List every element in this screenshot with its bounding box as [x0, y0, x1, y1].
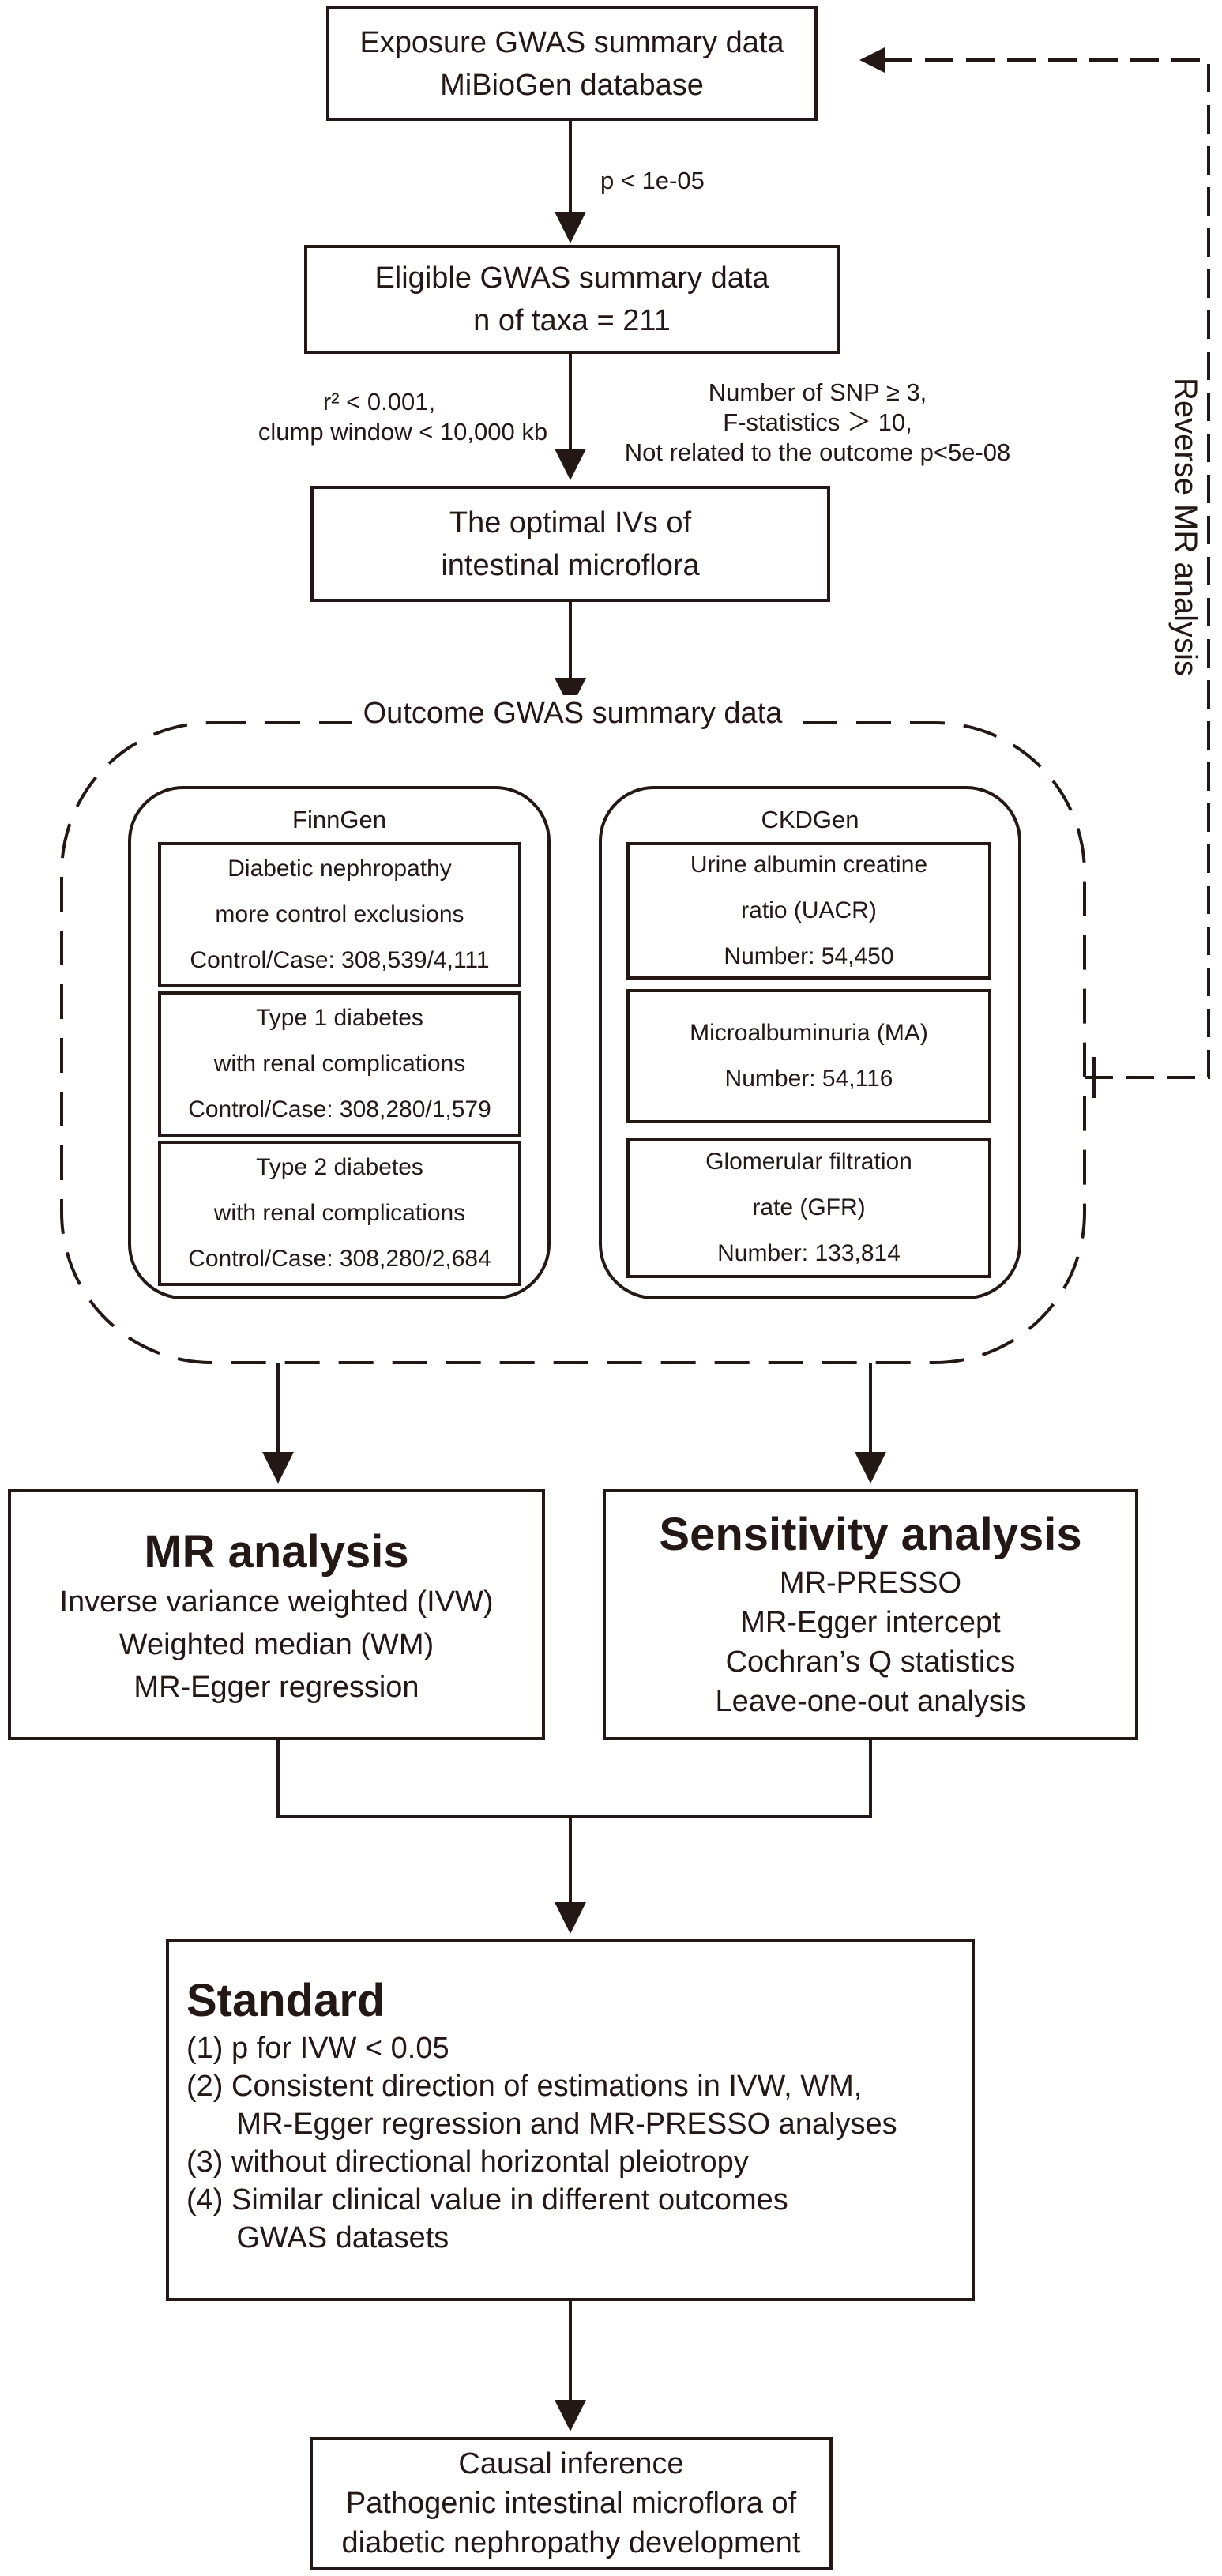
finngen-item-3-l1: Type 2 diabetes	[256, 1154, 423, 1180]
outcome-dashed-border	[60, 721, 1086, 1364]
exposure-box: Exposure GWAS summary data MiBioGen data…	[326, 6, 818, 121]
finngen-item-1: Diabetic nephropathy more control exclus…	[158, 842, 521, 987]
clump-line1: r² < 0.001,	[322, 388, 436, 416]
standard-title: Standard	[186, 1975, 385, 2026]
clump-label: r² < 0.001, clump window < 10,000 kb	[237, 387, 569, 447]
ckdgen-item-3-l2: rate (GFR)	[752, 1194, 866, 1220]
ckdgen-item-2: Microalbuminuria (MA) Number: 54,116	[626, 989, 991, 1123]
ckdgen-item-3-l1: Glomerular filtration	[705, 1149, 912, 1175]
ckdgen-item-1: Urine albumin creatine ratio (UACR) Numb…	[626, 842, 991, 980]
finngen-item-3-l2: with renal complications	[213, 1200, 466, 1226]
causal-inference-box: Causal inference Pathogenic intestinal m…	[310, 2437, 833, 2570]
ckdgen-item-3: Glomerular filtration rate (GFR) Number:…	[626, 1138, 991, 1278]
ckdgen-item-3-l3: Number: 133,814	[717, 1240, 901, 1266]
finngen-item-3-l3: Control/Case: 308,280/2,684	[188, 1246, 491, 1272]
snp-line2: F-statistics ＞ 10,	[723, 408, 912, 436]
standard-line-6: GWAS datasets	[186, 2221, 449, 2254]
mr-item-3: MR-Egger regression	[133, 1671, 419, 1704]
sensitivity-item-2: MR-Egger intercept	[740, 1606, 1001, 1639]
optimal-line1: The optimal IVs of	[449, 506, 692, 540]
finngen-item-2: Type 1 diabetes with renal complications…	[158, 991, 521, 1137]
mr-item-2: Weighted median (WM)	[118, 1628, 434, 1661]
finngen-item-2-l1: Type 1 diabetes	[256, 1005, 423, 1031]
finngen-item-2-l3: Control/Case: 308,280/1,579	[188, 1096, 491, 1123]
finngen-item-2-l2: with renal complications	[213, 1051, 466, 1077]
sensitivity-item-1: MR-PRESSO	[779, 1566, 962, 1600]
finngen-item-3: Type 2 diabetes with renal complications…	[158, 1141, 521, 1286]
finngen-item-1-l1: Diabetic nephropathy	[227, 856, 452, 882]
standard-line-5: (4) Similar clinical value in different …	[186, 2183, 788, 2217]
sensitivity-item-4: Leave-one-out analysis	[715, 1685, 1026, 1718]
finngen-item-1-l2: more control exclusions	[215, 901, 464, 927]
reverse-mr-dashed-path	[877, 58, 1210, 1079]
eligible-line1: Eligible GWAS summary data	[374, 261, 769, 295]
standard-box: Standard (1) p for IVW < 0.05 (2) Consis…	[166, 1939, 975, 2301]
ckdgen-title: CKDGen	[761, 806, 859, 833]
ckdgen-item-1-l3: Number: 54,450	[724, 943, 894, 969]
merge-connector	[276, 1740, 872, 1818]
threshold-label: p < 1e-05	[600, 167, 705, 194]
standard-line-2: (2) Consistent direction of estimations …	[186, 2070, 863, 2103]
mr-analysis-box: MR analysis Inverse variance weighted (I…	[8, 1489, 545, 1740]
finngen-title: FinnGen	[292, 806, 386, 833]
ckdgen-item-1-l2: ratio (UACR)	[741, 897, 877, 923]
snp-label: Number of SNP ≥ 3, F-statistics ＞ 10, No…	[592, 378, 1043, 468]
sensitivity-title: Sensitivity analysis	[659, 1509, 1082, 1560]
outcome-title: Outcome GWAS summary data	[352, 695, 794, 731]
standard-line-3: MR-Egger regression and MR-PRESSO analys…	[186, 2108, 897, 2141]
finngen-item-1-l3: Control/Case: 308,539/4,111	[190, 947, 490, 973]
eligible-line2: n of taxa = 211	[473, 304, 671, 337]
causal-line2: Pathogenic intestinal microflora of	[345, 2487, 797, 2520]
causal-line3: diabetic nephropathy development	[341, 2526, 801, 2559]
ckdgen-item-2-l2: Number: 54,116	[724, 1066, 893, 1092]
snp-line1: Number of SNP ≥ 3,	[708, 378, 927, 406]
standard-line-4: (3) without directional horizontal pleio…	[186, 2145, 749, 2179]
optimal-line2: intestinal microflora	[441, 548, 700, 582]
sensitivity-item-3: Cochran’s Q statistics	[725, 1645, 1016, 1679]
reverse-mr-arrowhead	[859, 47, 885, 73]
snp-line3: Not related to the outcome p<5e-08	[624, 438, 1011, 466]
eligible-box: Eligible GWAS summary data n of taxa = 2…	[304, 245, 840, 354]
optimal-ivs-box: The optimal IVs of intestinal microflora	[310, 486, 830, 602]
finngen-group: FinnGen	[128, 786, 551, 1299]
reverse-mr-label: Reverse MR analysis	[1168, 378, 1203, 676]
causal-line1: Causal inference	[458, 2447, 684, 2480]
exposure-line2: MiBioGen database	[440, 68, 704, 102]
ckdgen-group: CKDGen	[599, 786, 1021, 1299]
exposure-line1: Exposure GWAS summary data	[359, 25, 784, 59]
ckdgen-item-1-l1: Urine albumin creatine	[690, 852, 928, 878]
mr-analysis-title: MR analysis	[144, 1526, 409, 1578]
clump-line2: clump window < 10,000 kb	[258, 418, 548, 446]
ckdgen-item-2-l1: Microalbuminuria (MA)	[690, 1020, 928, 1046]
mr-item-1: Inverse variance weighted (IVW)	[59, 1585, 494, 1619]
standard-line-1: (1) p for IVW < 0.05	[186, 2032, 449, 2065]
sensitivity-box: Sensitivity analysis MR-PRESSO MR-Egger …	[603, 1489, 1138, 1740]
